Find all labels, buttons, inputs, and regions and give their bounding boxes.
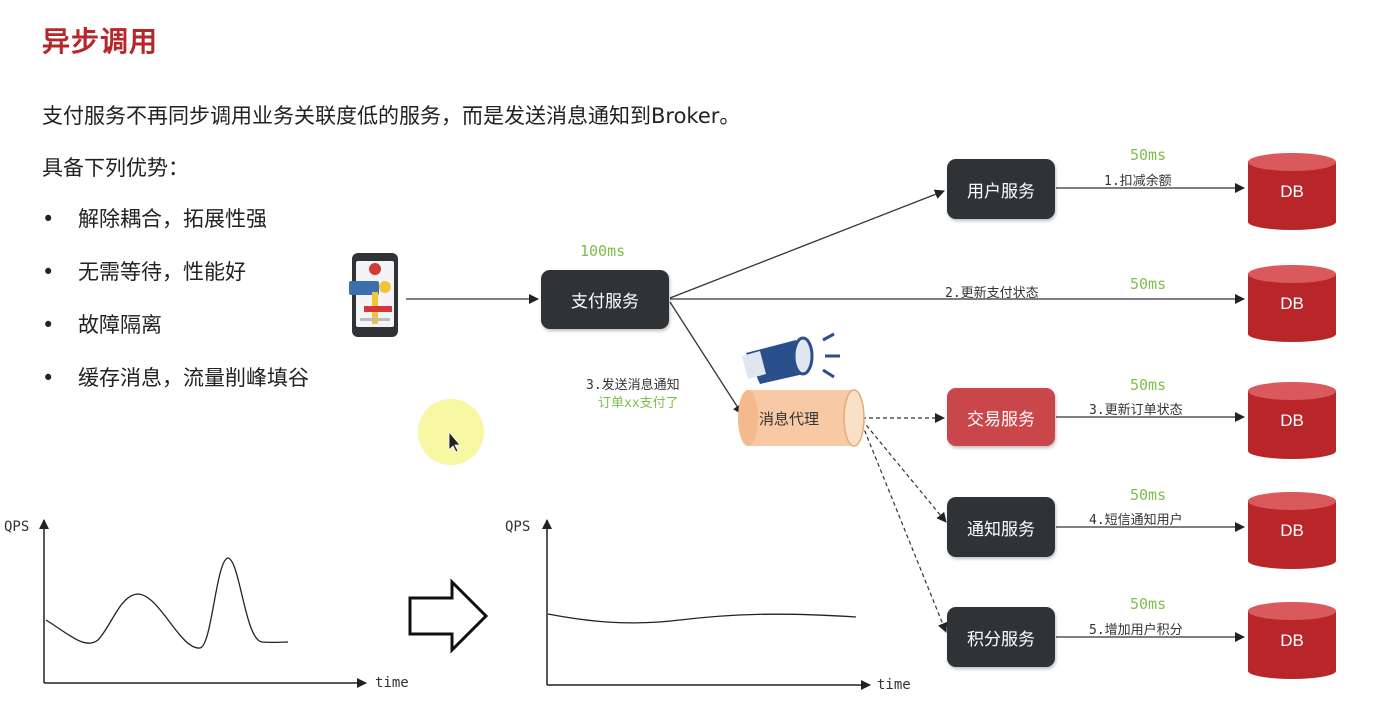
- arrow-pay-to-user: [669, 189, 945, 299]
- cursor-highlight: [418, 399, 484, 465]
- db-icon: [1248, 492, 1336, 569]
- db-icon: [1248, 382, 1336, 459]
- arrow-broker-to-points: [861, 423, 948, 633]
- chart-right-xlabel: time: [877, 677, 911, 693]
- chart-right-ylabel: QPS: [505, 519, 531, 535]
- trade-service-arrow-label: 3.更新订单状态: [1089, 403, 1183, 418]
- chart-left: [39, 519, 367, 688]
- chart-right: [542, 519, 871, 690]
- db-label: DB: [1280, 411, 1304, 430]
- db-payment: DB: [1248, 264, 1336, 334]
- advantage-text: 缓存消息，流量削峰填谷: [78, 366, 309, 390]
- pay-service-box[interactable]: 支付服务: [541, 270, 669, 329]
- cursor-icon: [448, 430, 461, 453]
- advantage-text: 解除耦合，拓展性强: [78, 207, 267, 231]
- chart-right-curve: [547, 613, 857, 624]
- page-subtitle: 支付服务不再同步调用业务关联度低的服务，而是发送消息通知到Broker。: [42, 104, 741, 128]
- db-label: DB: [1280, 631, 1304, 650]
- advantages-list: • 解除耦合，拓展性强 • 无需等待，性能好 • 故障隔离 • 缓存消息，流量削峰填谷: [42, 204, 309, 416]
- pay-service-label: 支付服务: [571, 292, 639, 312]
- phone-icon: [349, 253, 398, 337]
- broker-label: 消息代理: [759, 410, 820, 428]
- list-item: • 解除耦合，拓展性强: [42, 204, 309, 257]
- db-label: DB: [1280, 182, 1304, 201]
- db-user: DB: [1248, 152, 1336, 222]
- chart-left-xlabel: time: [375, 675, 409, 691]
- megaphone-icon: [742, 332, 840, 384]
- db-icon: [1248, 265, 1336, 342]
- bullet-icon: •: [42, 260, 55, 284]
- bullet-icon: •: [42, 207, 55, 231]
- db-points: DB: [1248, 601, 1336, 671]
- list-item: • 故障隔离: [42, 310, 309, 363]
- trade-service-box[interactable]: 交易服务: [947, 388, 1055, 446]
- chart-left-curve: [45, 557, 289, 649]
- payment-status-timing: 50ms: [1130, 275, 1167, 293]
- notify-service-timing: 50ms: [1130, 486, 1167, 504]
- trade-service-label: 交易服务: [967, 409, 1035, 430]
- advantages-title: 具备下列优势：: [42, 156, 189, 180]
- bullet-icon: •: [42, 313, 55, 337]
- bullet-icon: •: [42, 366, 55, 390]
- advantage-text: 故障隔离: [78, 313, 162, 337]
- user-service-timing: 50ms: [1130, 146, 1167, 164]
- list-item: • 缓存消息，流量削峰填谷: [42, 363, 309, 416]
- points-service-label: 积分服务: [967, 629, 1035, 650]
- points-service-timing: 50ms: [1130, 595, 1167, 613]
- broker-note-2: 订单xx支付了: [598, 396, 679, 411]
- db-cylinders: [1248, 153, 1336, 679]
- trade-service-timing: 50ms: [1130, 376, 1167, 394]
- notify-service-box[interactable]: 通知服务: [947, 497, 1055, 557]
- advantage-text: 无需等待，性能好: [78, 260, 246, 284]
- db-trade: DB: [1248, 381, 1336, 451]
- page-title: 异步调用: [42, 25, 159, 58]
- arrow-pay-to-broker: [669, 301, 743, 415]
- points-service-box[interactable]: 积分服务: [947, 607, 1055, 667]
- broker-cylinder: [738, 389, 865, 447]
- user-service-box[interactable]: 用户服务: [947, 159, 1055, 219]
- points-service-arrow-label: 5.增加用户积分: [1089, 623, 1183, 638]
- arrow-broker-to-notify: [861, 419, 947, 523]
- list-item: • 无需等待，性能好: [42, 257, 309, 310]
- transform-arrow-icon: [408, 578, 489, 654]
- user-service-arrow-label: 1.扣减余额: [1104, 174, 1172, 189]
- db-icon: [1248, 602, 1336, 679]
- db-notify: DB: [1248, 491, 1336, 561]
- db-label: DB: [1280, 521, 1304, 540]
- pay-service-timing: 100ms: [580, 242, 626, 260]
- payment-status-arrow-label: 2.更新支付状态: [945, 286, 1039, 301]
- broker-note-1: 3.发送消息通知: [586, 378, 680, 393]
- notify-service-arrow-label: 4.短信通知用户: [1089, 513, 1183, 528]
- db-label: DB: [1280, 294, 1304, 313]
- db-icon: [1248, 153, 1336, 230]
- chart-left-ylabel: QPS: [4, 519, 30, 535]
- notify-service-label: 通知服务: [967, 519, 1035, 540]
- user-service-label: 用户服务: [967, 181, 1035, 202]
